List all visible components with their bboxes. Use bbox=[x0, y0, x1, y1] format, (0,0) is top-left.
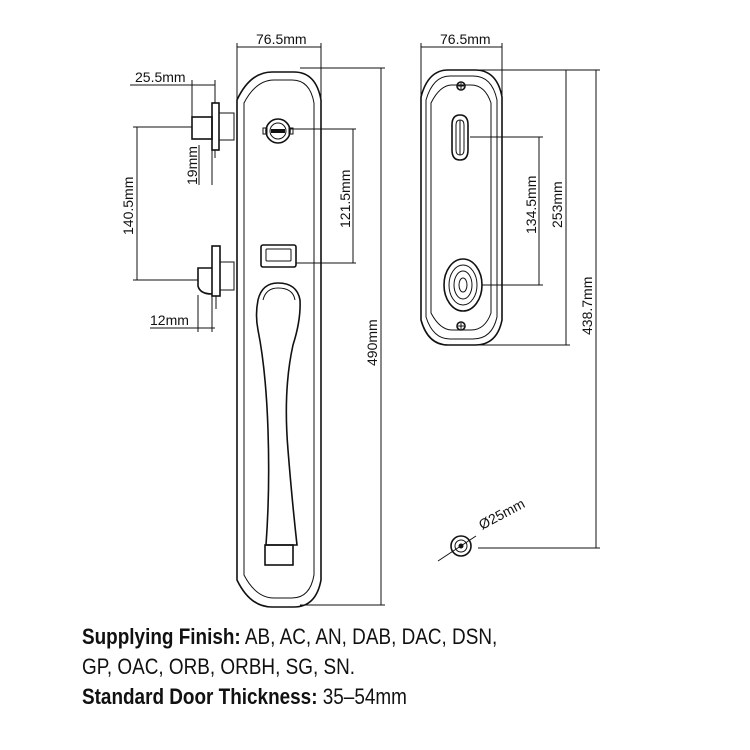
thumb-turn-icon bbox=[451, 114, 469, 161]
svg-text:76.5mm: 76.5mm bbox=[256, 31, 307, 47]
thickness-label: Standard Door Thickness: bbox=[82, 684, 318, 709]
specifications: Supplying Finish: AB, AC, AN, DAB, DAC, … bbox=[82, 622, 722, 712]
front-plate bbox=[236, 71, 322, 608]
dim-center-distance: 140.5mm bbox=[120, 126, 198, 281]
dim-front-width: 76.5mm bbox=[236, 31, 322, 100]
dim-back-height: 253mm bbox=[475, 69, 570, 346]
back-plate bbox=[420, 69, 503, 346]
lock-technical-drawing: 76.5mm 490mm 121.5mm 25.5mm bbox=[120, 31, 600, 608]
dim-spindle-depth: 19mm bbox=[184, 145, 213, 185]
dim-spindle-width: 25.5mm bbox=[130, 69, 216, 117]
svg-text:490mm: 490mm bbox=[364, 319, 380, 366]
finish-line-1: Supplying Finish: AB, AC, AN, DAB, DAC, … bbox=[82, 622, 632, 652]
thickness-line: Standard Door Thickness: 35–54mm bbox=[82, 682, 632, 712]
bottom-screw-icon bbox=[456, 321, 466, 331]
svg-text:12mm: 12mm bbox=[150, 312, 189, 328]
dim-cylinder-thumb: 121.5mm bbox=[290, 128, 356, 264]
svg-text:19mm: 19mm bbox=[184, 146, 200, 185]
svg-text:121.5mm: 121.5mm bbox=[337, 170, 353, 228]
finish-line-2: GP, OAC, ORB, ORBH, SG, SN. bbox=[82, 652, 632, 682]
svg-text:438.7mm: 438.7mm bbox=[579, 277, 595, 335]
rose-diameter-icon: Ø25mm bbox=[437, 495, 527, 562]
finish-value-2: GP, OAC, ORB, ORBH, SG, SN. bbox=[82, 654, 356, 679]
finish-label: Supplying Finish: bbox=[82, 624, 241, 649]
thickness-value: 35–54mm bbox=[317, 684, 407, 709]
oval-knob-icon bbox=[443, 258, 483, 312]
dim-latch-depth: 12mm bbox=[150, 295, 215, 332]
dim-front-height: 490mm bbox=[300, 67, 385, 606]
side-view-latch bbox=[197, 245, 235, 309]
svg-text:Ø25mm: Ø25mm bbox=[476, 495, 527, 533]
cylinder-keyhole-icon bbox=[262, 118, 294, 144]
top-screw-icon bbox=[456, 81, 466, 91]
handle-grip-icon bbox=[255, 282, 301, 566]
dim-overall-height: 438.7mm bbox=[478, 69, 600, 549]
thumb-piece-icon bbox=[260, 244, 297, 268]
svg-text:253mm: 253mm bbox=[549, 181, 565, 228]
svg-text:134.5mm: 134.5mm bbox=[523, 176, 539, 234]
svg-text:140.5mm: 140.5mm bbox=[120, 177, 136, 235]
svg-text:25.5mm: 25.5mm bbox=[135, 69, 186, 85]
finish-value: AB, AC, AN, DAB, DAC, DSN, bbox=[240, 624, 498, 649]
svg-text:76.5mm: 76.5mm bbox=[440, 31, 491, 47]
dim-back-screws: 134.5mm bbox=[470, 136, 543, 286]
